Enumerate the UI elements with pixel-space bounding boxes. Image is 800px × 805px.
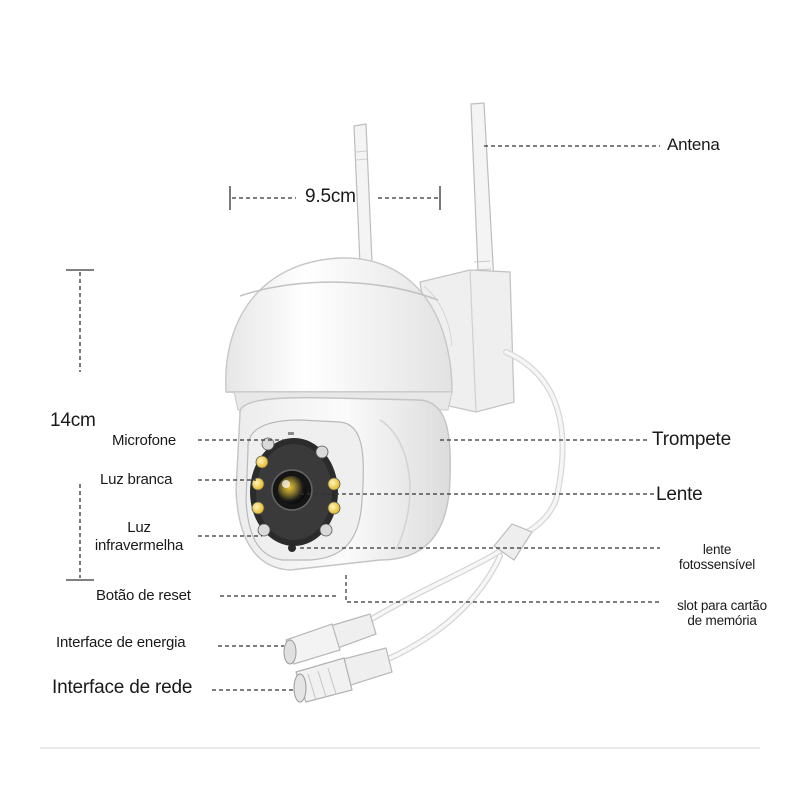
label-card-slot-line1: slot para cartão [677, 598, 767, 613]
label-white-light: Luz branca [100, 471, 173, 488]
photosensitive-lens [288, 544, 296, 552]
cables [367, 349, 566, 663]
infrared-leds [257, 437, 333, 537]
height-dimension [66, 269, 94, 581]
label-infrared-line2: infravermelha [94, 537, 184, 554]
network-connector [293, 647, 393, 703]
main-lens [271, 469, 313, 511]
label-photosensitive: lente fotossensível [662, 542, 772, 572]
label-infrared: Luz infravermelha [84, 519, 194, 555]
label-reset-button: Botão de reset [96, 587, 191, 604]
label-card-slot-line2: de memória [687, 613, 757, 628]
label-infrared-line1: Luz [127, 519, 151, 536]
power-connector [283, 613, 377, 665]
height-label: 14cm [50, 410, 96, 431]
width-label: 9.5cm [305, 186, 356, 207]
leader-lines [198, 145, 660, 691]
label-antenna: Antena [667, 135, 720, 154]
label-photosensitive-line1: lente [702, 542, 732, 557]
label-photosensitive-line2: fotossensível [678, 557, 756, 572]
label-card-slot: slot para cartão de memória [660, 598, 784, 628]
camera-head [235, 396, 452, 571]
microphone-hole [288, 432, 294, 435]
label-network-interface: Interface de rede [52, 677, 193, 698]
label-microphone: Microfone [112, 432, 177, 449]
label-power-interface: Interface de energia [56, 634, 186, 651]
cable-splitter [493, 523, 533, 561]
label-lens: Lente [656, 484, 703, 505]
antenna-left [353, 123, 373, 265]
white-leds [251, 455, 341, 515]
width-dimension [229, 186, 441, 210]
label-trumpet: Trompete [652, 429, 732, 450]
camera-dome [225, 257, 453, 393]
